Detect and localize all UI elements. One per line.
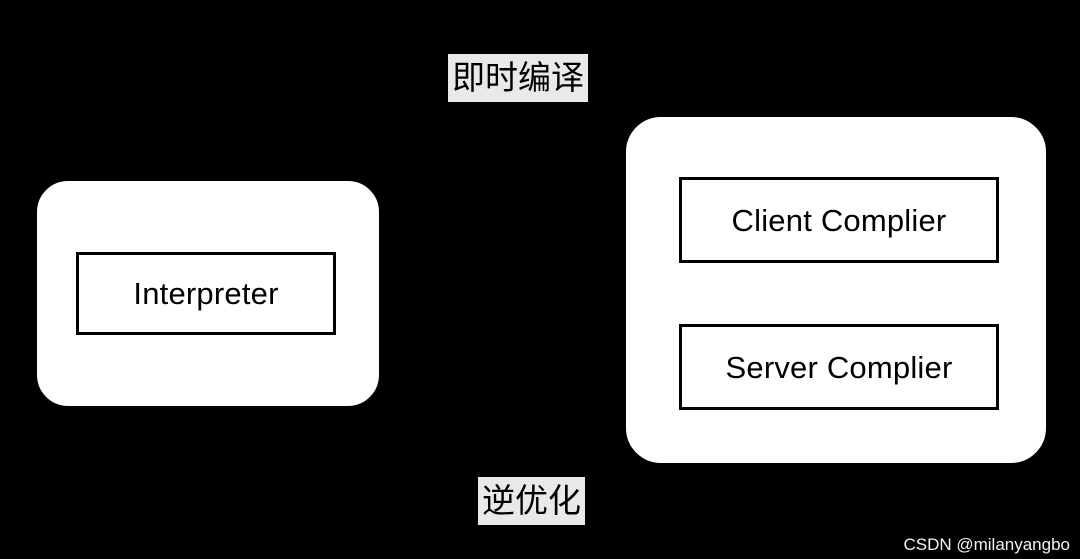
client-complier-node: Client Complier xyxy=(679,177,999,263)
interpreter-node: Interpreter xyxy=(76,252,336,335)
server-complier-node: Server Complier xyxy=(679,324,999,410)
server-complier-node-label: Server Complier xyxy=(725,349,953,385)
flow-label-deoptimize: 逆优化 xyxy=(478,477,585,525)
client-complier-node-label: Client Complier xyxy=(731,202,947,238)
flow-label-jit-compile: 即时编译 xyxy=(448,54,588,102)
interpreter-node-label: Interpreter xyxy=(133,276,279,311)
watermark-text: CSDN @milanyangbo xyxy=(903,535,1070,554)
jit-compiler-container xyxy=(623,114,1049,466)
